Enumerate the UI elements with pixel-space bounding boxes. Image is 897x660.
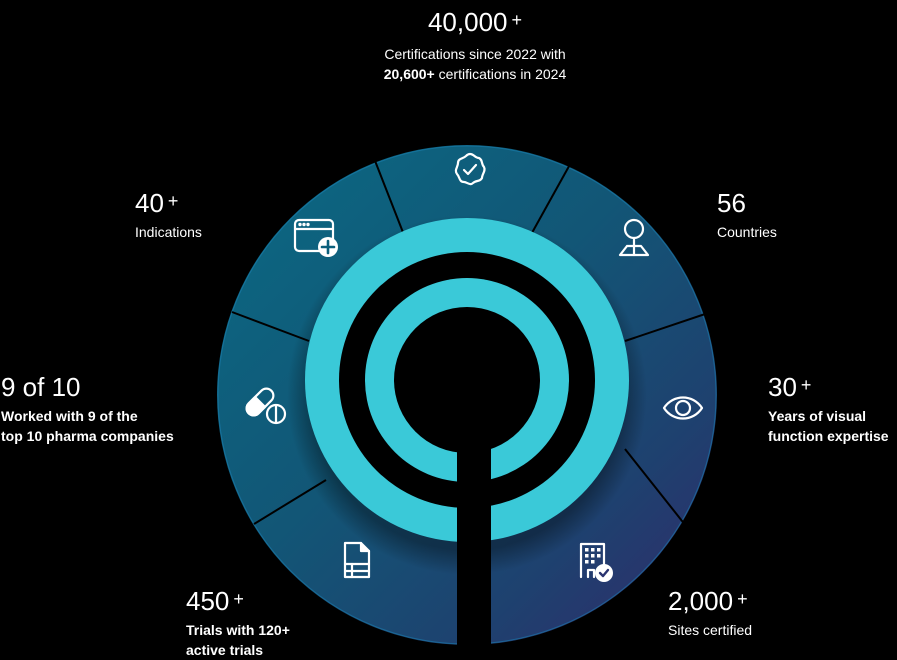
- center-logo-stem: [457, 440, 491, 657]
- stat-description: Indications: [135, 224, 202, 240]
- stat-description: Trials with 120+ active trials: [186, 622, 290, 658]
- stat-number: 2,000+: [668, 586, 748, 616]
- browser-add-icon: [293, 218, 338, 257]
- badge-check-icon: [454, 152, 486, 186]
- map-pin-icon: [618, 218, 650, 257]
- stat-description: Sites certified: [668, 622, 753, 638]
- stat-number: 56: [717, 188, 746, 218]
- stat-number: 9 of 10: [1, 372, 81, 402]
- stat-number: 30+: [768, 372, 812, 402]
- eye-icon: [662, 396, 704, 420]
- pills-icon: [245, 387, 287, 425]
- stat-countries: 56 Countries: [717, 188, 777, 242]
- stat-sites: 2,000+ Sites certified: [668, 586, 752, 640]
- stat-description: Years of visual function expertise: [768, 408, 889, 444]
- center-logo: [305, 218, 629, 542]
- stat-pharma: 9 of 10 Worked with 9 of the top 10 phar…: [1, 372, 174, 446]
- document-table-icon: [343, 541, 371, 579]
- stat-number: 40,000+: [427, 7, 523, 37]
- stat-trials: 450+ Trials with 120+ active trials: [186, 586, 290, 660]
- stat-number: 40+: [135, 188, 179, 218]
- stat-certifications: 40,000+ Certifications since 2022 with 2…: [340, 7, 610, 84]
- stat-description: Countries: [717, 224, 777, 240]
- stat-expertise: 30+ Years of visual function expertise: [768, 372, 889, 446]
- segment-dividers: [231, 147, 718, 527]
- building-check-icon: [579, 542, 613, 582]
- stat-description: Worked with 9 of the top 10 pharma compa…: [1, 408, 174, 444]
- stat-description: Certifications since 2022 with 20,600+ c…: [383, 46, 567, 82]
- stat-indications: 40+ Indications: [135, 188, 202, 242]
- stat-number: 450+: [186, 586, 244, 616]
